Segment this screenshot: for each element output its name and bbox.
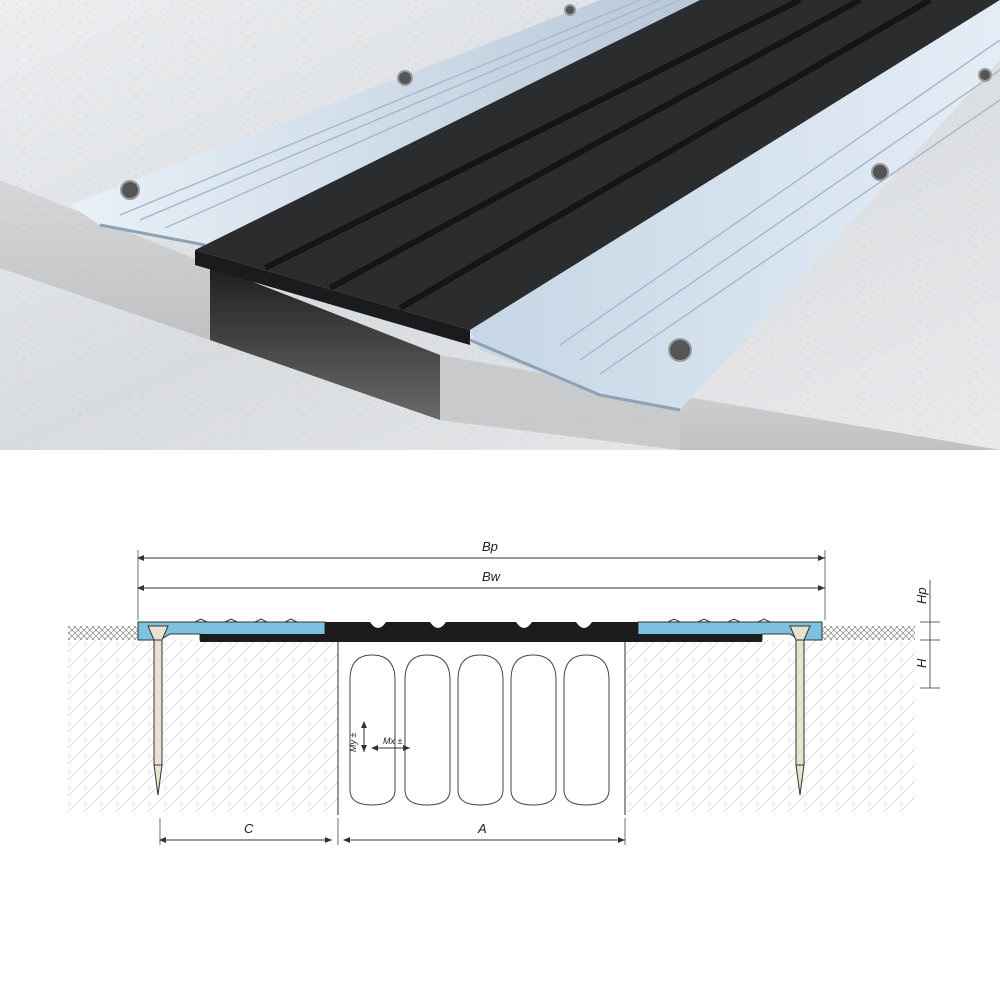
cross-section-drawing: Bp Bw Hp H My ± Mx ± C A (0, 450, 1000, 1000)
rubber-insert (195, 0, 1000, 330)
dim-label-bw: Bw (482, 569, 502, 584)
screw-head (564, 4, 576, 16)
right-screw (789, 625, 811, 796)
left-screed (68, 626, 138, 640)
left-concrete-block (68, 640, 338, 812)
screw-heads (120, 4, 992, 362)
right-screed (822, 626, 915, 640)
screw-head (397, 70, 413, 86)
screw-head (978, 68, 992, 82)
left-screw (147, 625, 169, 796)
render-svg (0, 0, 1000, 450)
dim-label-h: H (914, 658, 929, 668)
dim-label-hp: Hp (914, 587, 929, 604)
screw-head (871, 163, 889, 181)
right-aluminium-profile (470, 0, 1000, 410)
movement-label-mx: Mx ± (383, 736, 402, 746)
right-concrete-block (625, 640, 915, 812)
dim-label-a: A (477, 821, 487, 836)
dim-label-c: C (244, 821, 254, 836)
dim-label-bp: Bp (482, 539, 498, 554)
product-render (0, 0, 1000, 450)
movement-label-my: My ± (348, 733, 358, 752)
foam-filler (349, 654, 610, 806)
joint-gap (210, 265, 440, 420)
section-svg: Bp Bw Hp H My ± Mx ± C A (68, 539, 940, 845)
screw-head (668, 338, 692, 362)
rubber-insert-section (200, 622, 762, 642)
screw-head (120, 180, 140, 200)
